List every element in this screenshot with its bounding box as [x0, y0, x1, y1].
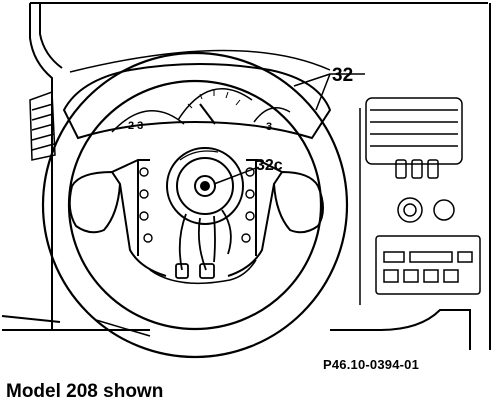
callout-32c: 32c [256, 157, 283, 174]
right-gauge-arc [253, 107, 291, 123]
wiring-harness [149, 209, 257, 285]
spoke-switches [139, 167, 255, 243]
left-air-vent [29, 90, 56, 161]
center-console [359, 97, 481, 305]
leader-lines [213, 73, 365, 185]
callout-32: 32 [332, 65, 353, 86]
figure-reference-code: P46.10-0394-01 [323, 357, 420, 372]
airbag-hub [166, 147, 244, 225]
dashboard-outline [1, 2, 491, 350]
speedometer-arc [177, 88, 253, 121]
steering-wheel-spokes [68, 159, 324, 277]
steering-wheel-rim [41, 51, 349, 359]
figure-caption: Model 208 shown [6, 381, 164, 402]
left-gauge-arc [111, 110, 185, 133]
instrument-cluster [111, 88, 291, 133]
